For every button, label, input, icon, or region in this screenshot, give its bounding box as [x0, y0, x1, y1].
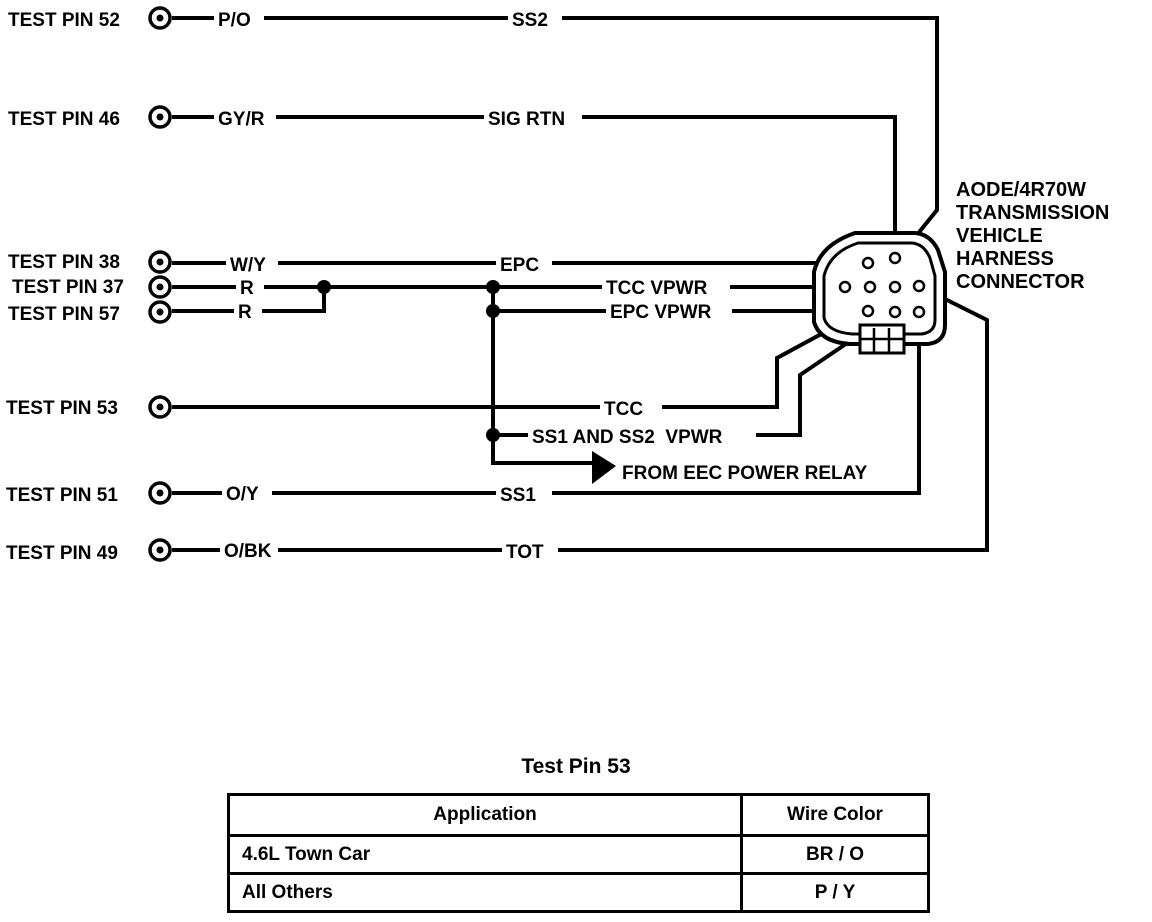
header-application: Application [227, 793, 743, 837]
test-pin-53-terminal [148, 395, 172, 419]
test-pin-51-label: TEST PIN 51 [6, 485, 118, 506]
wire-color-pin-37: R [240, 278, 254, 299]
wire-color-pin-38: W/Y [230, 255, 266, 276]
test-pin-49-terminal [148, 538, 172, 562]
test-pin-labels: TEST PIN 52 TEST PIN 46 TEST PIN 38 TEST… [6, 10, 124, 564]
junction-dot [486, 280, 500, 294]
table-row: All Others P / Y [227, 872, 930, 913]
header-wire-color: Wire Color [740, 793, 930, 837]
connector-pins [838, 251, 926, 319]
cell-application: 4.6L Town Car [227, 834, 743, 875]
connector-label-line: TRANSMISSION [956, 202, 1109, 224]
signal-epc-vpwr: EPC VPWR [610, 302, 712, 323]
test-pin-49-label: TEST PIN 49 [6, 543, 118, 564]
wire-tot [172, 284, 989, 552]
wire-epc-vpwr-pin57 [172, 287, 326, 313]
test-pin-57-terminal [148, 300, 172, 324]
cell-application: All Others [227, 872, 743, 913]
wire-sig-rtn [172, 115, 897, 252]
connector-label: AODE/4R70W TRANSMISSION VEHICLE HARNESS … [956, 179, 1109, 293]
cell-wire-color: P / Y [740, 872, 930, 913]
wire-color-pin-49: O/BK [224, 541, 272, 562]
signal-tcc: TCC [604, 399, 643, 420]
cell-wire-color: BR / O [740, 834, 930, 875]
table-row: 4.6L Town Car BR / O [227, 834, 930, 875]
signal-labels: SS2 SIG RTN EPC TCC VPWR EPC VPWR TCC SS… [484, 6, 868, 563]
connector-label-line: CONNECTOR [956, 271, 1085, 293]
junction-dot [317, 280, 331, 294]
table-title: Test Pin 53 [521, 755, 631, 778]
connector-pin [861, 256, 875, 270]
test-pin-37-terminal [148, 275, 172, 299]
connector-pin [912, 279, 926, 293]
wire-color-pin-46: GY/R [218, 109, 265, 130]
wire-color-table: Application Wire Color 4.6L Town Car BR … [227, 793, 930, 913]
wire-color-pin-57: R [238, 302, 252, 323]
test-pin-terminals [148, 6, 172, 562]
junction-dot [486, 304, 500, 318]
test-pin-57-label: TEST PIN 57 [8, 304, 120, 325]
signal-ss2: SS2 [512, 10, 548, 31]
connector-label-line: AODE/4R70W [956, 179, 1086, 201]
connector-label-line: VEHICLE [956, 225, 1043, 247]
test-pin-46-terminal [148, 105, 172, 129]
signal-sig-rtn: SIG RTN [488, 109, 565, 130]
connector-pin [888, 251, 902, 265]
test-pin-46-label: TEST PIN 46 [8, 109, 120, 130]
connector-pin [888, 280, 902, 294]
signal-tot: TOT [506, 542, 544, 563]
test-pin-52-terminal [148, 6, 172, 30]
wire-color-pin-51: O/Y [226, 484, 259, 505]
test-pin-51-terminal [148, 481, 172, 505]
wire-ss1 [172, 318, 921, 495]
signal-tcc-vpwr: TCC VPWR [606, 278, 708, 299]
signal-ss1-ss2-vpwr: SS1 AND SS2 VPWR [532, 427, 723, 448]
test-pin-53-label: TEST PIN 53 [6, 398, 118, 419]
connector-pin [838, 280, 852, 294]
wire-color-pin-52: P/O [218, 10, 251, 31]
test-pin-37-label: TEST PIN 37 [12, 277, 124, 298]
table-header-row: Application Wire Color [227, 793, 930, 837]
junctions [317, 280, 500, 442]
wire-color-labels: P/O GY/R W/Y R R O/Y O/BK [214, 6, 278, 562]
connector-pin [863, 280, 877, 294]
signal-epc: EPC [500, 255, 539, 276]
harness-connector [812, 231, 947, 355]
connector-pin [861, 304, 875, 318]
signal-power-relay: FROM EEC POWER RELAY [622, 463, 868, 484]
wire-tcc [172, 310, 863, 409]
wire-vpwr-bus [491, 287, 596, 465]
junction-dot [486, 428, 500, 442]
connector-pin [888, 305, 902, 319]
test-pin-38-terminal [148, 250, 172, 274]
test-pin-38-label: TEST PIN 38 [8, 252, 120, 273]
signal-ss1: SS1 [500, 485, 536, 506]
connector-label-line: HARNESS [956, 248, 1054, 270]
wiring-diagram: TEST PIN 52 TEST PIN 46 TEST PIN 38 TEST… [6, 6, 1109, 564]
connector-pin [912, 305, 926, 319]
power-relay-arrow [592, 451, 616, 484]
wire-ss2 [172, 16, 939, 264]
test-pin-52-label: TEST PIN 52 [8, 10, 120, 31]
